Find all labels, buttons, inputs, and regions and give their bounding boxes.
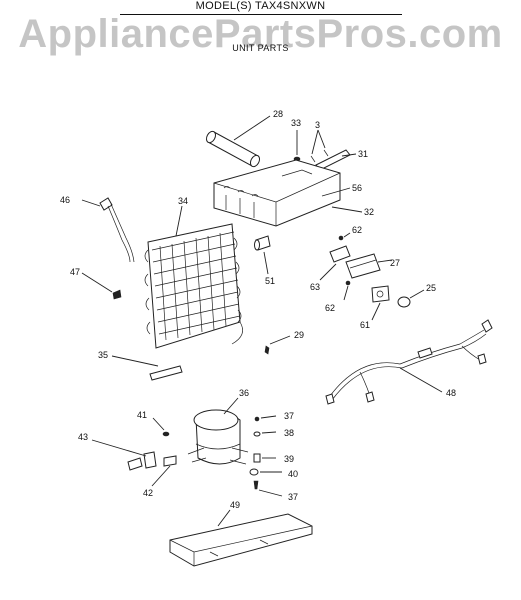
part-29-clip[interactable] <box>264 345 270 355</box>
callout-37-lower: 37 <box>288 492 298 502</box>
callout-29: 29 <box>294 330 304 340</box>
part-49-base-plate[interactable] <box>169 513 313 567</box>
part-46-power-cord[interactable] <box>99 197 135 263</box>
part-36-compressor[interactable] <box>187 409 249 465</box>
callout-39: 39 <box>284 454 294 464</box>
callout-62-upper: 62 <box>352 225 362 235</box>
part-61-overload[interactable] <box>371 285 390 303</box>
callout-43: 43 <box>78 432 88 442</box>
callout-49: 49 <box>230 500 240 510</box>
callout-62-lower: 62 <box>325 303 335 313</box>
callout-48: 48 <box>446 388 456 398</box>
callout-41: 41 <box>137 410 147 420</box>
part-27-relay[interactable] <box>345 253 381 279</box>
callout-56: 56 <box>352 183 362 193</box>
part-40-washer[interactable] <box>249 468 259 476</box>
callout-36: 36 <box>239 388 249 398</box>
callout-42: 42 <box>143 488 153 498</box>
part-34-condenser-coil[interactable] <box>144 223 243 349</box>
part-25-cover[interactable] <box>397 296 411 308</box>
part-62-screw-lower[interactable] <box>345 280 351 286</box>
part-37-clip-upper[interactable] <box>254 416 260 422</box>
callout-40: 40 <box>288 469 298 479</box>
part-56-condensing-housing[interactable] <box>213 159 341 227</box>
watermark: AppliancePartsPros.com <box>18 12 503 56</box>
part-51-connector-tube[interactable] <box>254 235 271 251</box>
part-43-mount-bracket[interactable] <box>127 451 157 471</box>
part-42-clip[interactable] <box>163 455 177 467</box>
section-title: UNIT PARTS <box>232 43 289 53</box>
callout-46: 46 <box>60 195 70 205</box>
callout-61: 61 <box>360 320 370 330</box>
part-48-wiring-harness[interactable] <box>325 319 493 405</box>
callout-25: 25 <box>426 283 436 293</box>
part-41-screw[interactable] <box>162 431 170 437</box>
part-28-drain-tube[interactable] <box>205 130 262 168</box>
part-63-bracket[interactable] <box>329 245 351 263</box>
callout-31: 31 <box>358 149 368 159</box>
callout-51: 51 <box>265 276 275 286</box>
callout-35: 35 <box>98 350 108 360</box>
model-title: MODEL(S) TAX4SNXWN <box>195 0 326 12</box>
part-35-drier[interactable] <box>149 365 183 381</box>
title-underline <box>120 14 402 15</box>
part-37-clip-lower[interactable] <box>253 480 259 490</box>
part-47-clip[interactable] <box>112 289 122 300</box>
callout-32: 32 <box>364 207 374 217</box>
callout-33: 33 <box>291 118 301 128</box>
part-38-grommet[interactable] <box>253 431 261 437</box>
callout-34: 34 <box>178 196 188 206</box>
callout-3: 3 <box>315 120 320 130</box>
part-62-screw-upper[interactable] <box>338 235 344 241</box>
callout-47: 47 <box>70 267 80 277</box>
callout-28: 28 <box>273 109 283 119</box>
callout-63: 63 <box>310 282 320 292</box>
callout-37-upper: 37 <box>284 411 294 421</box>
part-3-screws[interactable] <box>310 149 329 163</box>
part-39-sleeve[interactable] <box>253 453 261 463</box>
callout-27: 27 <box>390 258 400 268</box>
callout-38: 38 <box>284 428 294 438</box>
